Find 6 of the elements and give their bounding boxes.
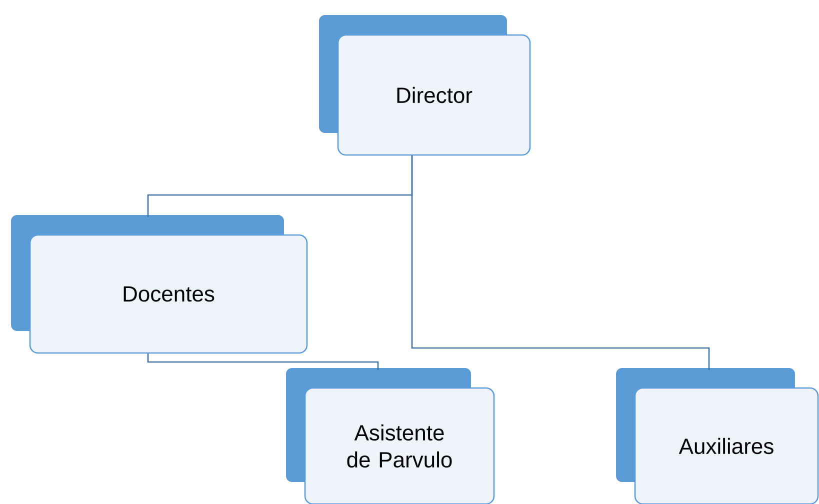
connector-line (411, 156, 710, 370)
org-box: Docentes (11, 215, 308, 354)
org-box: Director (319, 15, 531, 156)
org-box: Asistente de Parvulo (286, 368, 495, 504)
org-box: Auxiliares (616, 368, 819, 504)
connector-line (147, 354, 379, 370)
